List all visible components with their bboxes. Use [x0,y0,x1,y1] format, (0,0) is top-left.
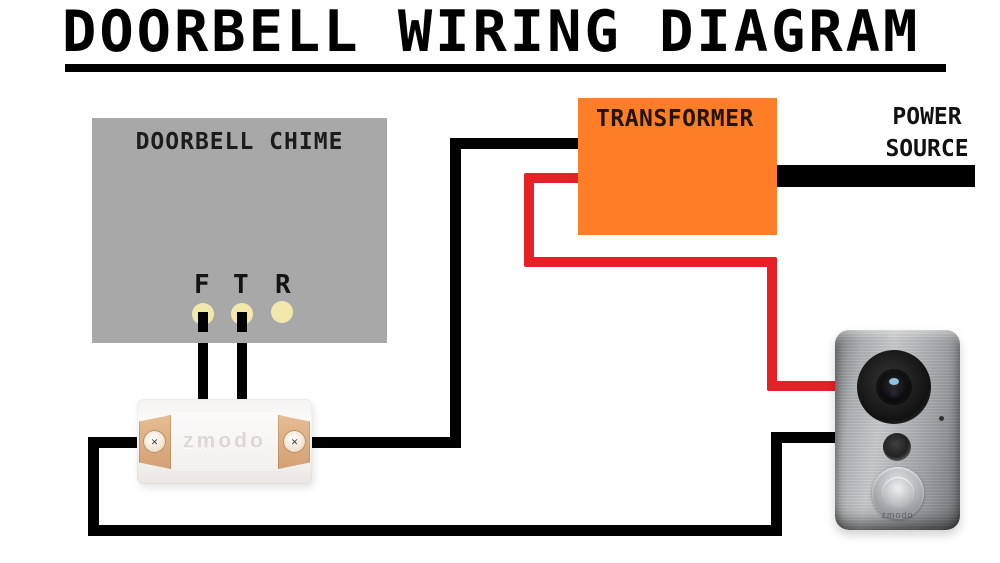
terminal-f-label: F [194,270,210,300]
terminal-r-label: R [275,270,291,300]
red-wire-left-vertical [524,173,534,267]
power-source-label-line2: SOURCE [885,136,969,162]
transformer-label: TRANSFORMER [596,106,754,132]
black-wire-transformer-top [450,138,580,149]
terminal-t-label: T [233,270,249,300]
lens-glint [889,378,899,385]
connector-front-face [167,411,282,472]
connector-brand-text: zmodo [183,429,266,453]
black-wire-chime-t [237,312,247,400]
doorbell-device: zmodo [835,330,960,530]
red-wire-mid-horizontal [524,257,777,267]
screw-icon: ✕ [143,430,166,453]
camera-lens-icon [879,372,909,402]
transformer-box: TRANSFORMER [578,98,777,235]
doorbell-brand-text: zmodo [881,510,914,520]
camera-lens-housing [857,350,931,424]
black-wire-mid-vertical [450,138,461,448]
black-wire-left-vertical [88,437,99,536]
motion-sensor-icon [883,433,911,461]
red-wire-right-vertical [767,257,777,391]
black-wire-to-doorbell [771,432,839,443]
page-title: DOORBELL WIRING DIAGRAM [62,0,921,65]
power-source-label: POWER SOURCE [872,101,982,165]
power-source-label-line1: POWER [892,104,962,130]
black-wire-bottom-run [88,525,782,536]
doorbell-button [872,467,924,519]
black-wire-right-vertical [771,432,782,536]
microphone-hole-icon [939,416,944,421]
black-wire-connector-right [306,437,461,448]
terminal-r-contact [271,301,293,323]
power-source-bar [777,165,975,187]
black-wire-chime-t-overlap [237,312,247,332]
title-underline [65,64,946,72]
doorbell-button-inner [882,477,914,509]
red-wire-transformer-stub [524,173,580,183]
black-wire-chime-f-overlap [198,312,208,332]
black-wire-chime-f [198,312,208,400]
screw-icon: ✕ [283,430,306,453]
doorbell-chime-label: DOORBELL CHIME [135,129,344,155]
red-wire-to-doorbell [767,381,839,391]
zmodo-wire-connector: zmodo ✕ ✕ [137,399,312,484]
black-wire-connector-left [88,437,140,448]
